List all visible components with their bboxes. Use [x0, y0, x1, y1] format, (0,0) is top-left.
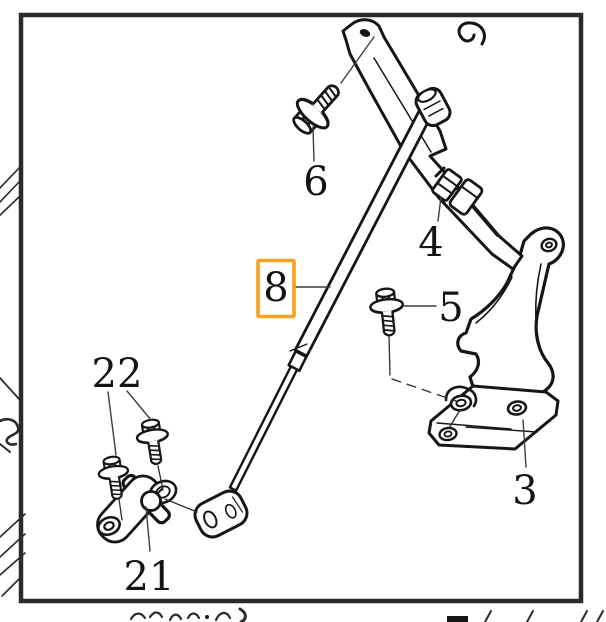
bracket-part-21 [96, 473, 178, 544]
bolt-part-5 [367, 285, 408, 339]
arm-mount-hole [359, 29, 371, 37]
strut-end-socket [193, 489, 249, 539]
callout-22[interactable]: 22 [92, 351, 143, 397]
callout-3[interactable]: 3 [512, 468, 537, 514]
gas-strut-part-8 [193, 86, 452, 539]
strut-top-socket [414, 86, 452, 128]
callout-4[interactable]: 4 [418, 220, 443, 266]
callout-6[interactable]: 6 [303, 159, 328, 205]
ball-stud [140, 490, 162, 512]
assembly-lines [118, 335, 457, 521]
bracket-socket-hole [540, 237, 558, 253]
base-hole-lower [438, 426, 458, 442]
clip-part-4 [431, 166, 484, 216]
base-hole-left [449, 394, 473, 412]
strut-rod [228, 365, 299, 492]
leader-lines [107, 36, 527, 552]
bracket-part-3 [427, 226, 565, 451]
bolt-part-22-right [133, 416, 174, 468]
edge-hatch-marks [0, 166, 26, 597]
cutoff-text-marks [129, 607, 604, 622]
arm-curl-detail [457, 21, 486, 46]
callout-5[interactable]: 5 [438, 285, 463, 331]
strut-cylinder [293, 101, 437, 358]
dashed-assembly-line [391, 378, 457, 402]
highlight-box-callout-8[interactable] [256, 258, 296, 319]
bracket-arm-upper [341, 18, 524, 271]
base-hole-right [506, 400, 528, 416]
diagram-frame [18, 12, 584, 604]
bolt-part-6 [283, 73, 353, 144]
callout-21[interactable]: 21 [124, 554, 175, 600]
callout-8[interactable]: 8 [263, 265, 288, 311]
strut-collar [287, 349, 308, 373]
bracket21-hole [97, 515, 121, 537]
